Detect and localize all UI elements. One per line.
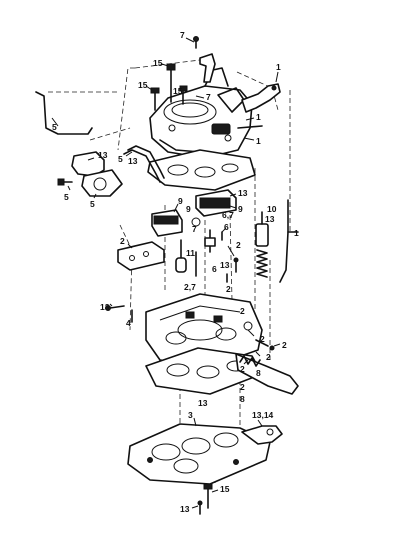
callout-2-i: 2 xyxy=(266,352,271,362)
callout-13-g: 13 xyxy=(198,398,208,408)
callout-7-top: 7 xyxy=(180,30,185,40)
callout-5-b: 5 xyxy=(118,154,123,164)
pump-plunger-spring xyxy=(255,211,269,278)
callout-8-a: 8 xyxy=(256,368,261,378)
callout-3: 3 xyxy=(188,410,193,420)
callout-13-a: 13 xyxy=(98,150,108,160)
callout-9-a: 9 xyxy=(238,204,243,214)
bottom-screws xyxy=(197,483,213,515)
callout-15-b: 15 xyxy=(138,80,148,90)
callout-2-k: 2 xyxy=(240,382,245,392)
leader-lines xyxy=(51,37,292,509)
callout-2-e: 2 xyxy=(226,284,231,294)
callout-4: 4 xyxy=(126,318,131,328)
float-needle xyxy=(175,229,223,277)
vacuum-hose xyxy=(123,145,165,183)
callout-7-mid: 7 xyxy=(206,92,211,102)
callout-1-c: 1 xyxy=(256,136,261,146)
callout-9-c: 9 xyxy=(186,204,191,214)
callout-9-b: 9 xyxy=(178,196,183,206)
callout-13-c: 13 xyxy=(238,188,248,198)
callout-6-7: 6,7 xyxy=(222,210,234,220)
callout-15-c: 15 xyxy=(173,86,183,96)
callout-1-rod: 1 xyxy=(294,228,299,238)
callout-2-g: 2 xyxy=(260,334,265,344)
callout-1-b: 1 xyxy=(256,112,261,122)
callout-15-a: 15 xyxy=(153,58,163,68)
callout-13-b: 13 xyxy=(128,156,138,166)
callout-7-c: 7 xyxy=(192,224,197,234)
vacuum-break xyxy=(57,151,123,197)
float-bowl-gasket-2 xyxy=(117,241,165,271)
callout-13-d: 13 xyxy=(265,214,275,224)
callout-2-gasket: 2 xyxy=(120,236,125,246)
assembly-guide-lines xyxy=(48,59,291,485)
callout-2-h: 2 xyxy=(282,340,287,350)
callout-10: 10 xyxy=(267,204,277,214)
middle-screws xyxy=(105,257,239,323)
callout-2-f: 2 xyxy=(240,306,245,316)
callout-8-b: 8 xyxy=(240,394,245,404)
float-bowl-body xyxy=(145,293,263,367)
choke-lever xyxy=(241,83,281,113)
callout-2-j: 2 xyxy=(240,364,245,374)
callout-13-e: 13 xyxy=(220,260,230,270)
callout-6: 6 xyxy=(224,222,229,232)
callout-13-14: 13,14 xyxy=(252,410,274,420)
pump-lever xyxy=(199,53,216,83)
callout-1-top: 1 xyxy=(276,62,281,72)
callout-5-c: 5 xyxy=(64,192,69,202)
throttle-body xyxy=(127,423,271,485)
callout-5-d: 5 xyxy=(90,199,95,209)
callout-11: 11 xyxy=(186,248,195,258)
air-horn xyxy=(149,67,263,159)
callout-2-d: 2 xyxy=(236,240,241,250)
choke-rod xyxy=(35,91,93,135)
callout-13-h: 13 xyxy=(180,504,190,514)
air-horn-screws xyxy=(150,36,199,111)
fast-idle-rod xyxy=(279,199,299,283)
callout-2-7: 2,7 xyxy=(184,282,196,292)
power-piston-assembly xyxy=(151,189,237,237)
idle-mixture-screw xyxy=(235,339,299,395)
callout-6-b: 6 xyxy=(212,264,217,274)
callout-15-d: 15 xyxy=(220,484,230,494)
air-horn-gasket xyxy=(147,149,256,191)
callout-13-f: 13 xyxy=(100,302,110,312)
callout-labels: 7 15 1 15 15 7 1 1 5 13 5 13 5 5 13 9 9 … xyxy=(52,30,299,514)
callout-5-rod: 5 xyxy=(52,122,57,132)
